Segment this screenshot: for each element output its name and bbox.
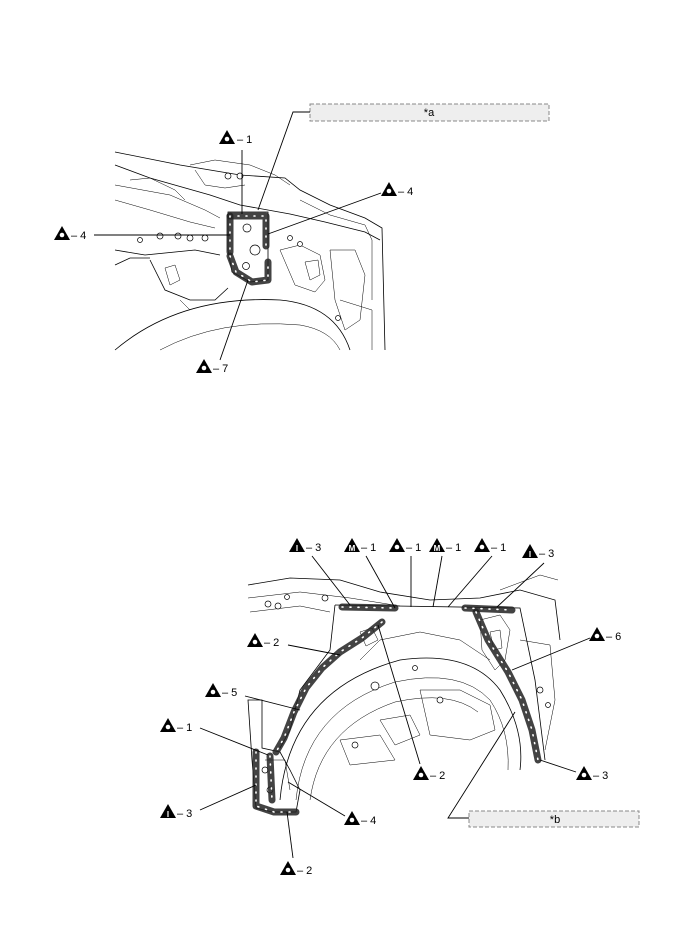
circle-in-triangle-icon [413, 766, 429, 780]
circle-in-triangle-icon [280, 861, 296, 875]
callout-bottom-5: – 1 [447, 538, 506, 608]
callout-bottom-3: – 1 [389, 538, 421, 607]
letter-i-in-triangle-icon: I [160, 804, 176, 819]
callout-bottom-12: – 3 [539, 759, 608, 782]
callout-bottom-14: – 4 [287, 781, 376, 827]
circle-in-triangle-icon [474, 538, 490, 552]
circle-in-triangle-icon [54, 226, 70, 240]
callout-bottom-10: – 1 [160, 718, 269, 756]
callout-bottom-9: – 5 [205, 683, 301, 711]
label-a: *a [257, 103, 550, 211]
svg-text:– 1: – 1 [237, 134, 252, 146]
circle-in-triangle-icon [196, 359, 212, 373]
letter-m-in-triangle-icon: M [344, 538, 360, 553]
circle-in-triangle-icon [344, 811, 360, 825]
svg-text:M: M [349, 544, 356, 553]
callout-top-2: – 4 [267, 182, 413, 235]
callout-top-1: – 1 [219, 130, 252, 214]
svg-text:– 1: – 1 [177, 722, 192, 734]
circle-in-triangle-icon [205, 683, 221, 697]
svg-text:– 3: – 3 [539, 548, 554, 560]
letter-i-in-triangle-icon: I [522, 544, 538, 559]
svg-text:I: I [296, 544, 298, 553]
circle-in-triangle-icon [247, 633, 263, 647]
letter-m-in-triangle-icon: M [429, 538, 445, 553]
svg-text:– 4: – 4 [361, 815, 376, 827]
svg-text:– 2: – 2 [297, 865, 312, 877]
circle-in-triangle-icon [219, 130, 235, 144]
top-illustration [114, 151, 386, 351]
callout-top-4: – 7 [196, 279, 249, 375]
callout-bottom-6: I – 3 [496, 544, 554, 608]
svg-text:– 2: – 2 [430, 770, 445, 782]
callout-bottom-11: – 2 [377, 624, 445, 782]
svg-text:– 1: – 1 [491, 542, 506, 554]
callout-top-3: – 4 [54, 226, 230, 242]
svg-text:– 4: – 4 [71, 230, 86, 242]
svg-text:– 1: – 1 [446, 542, 461, 554]
letter-i-in-triangle-icon: I [289, 538, 305, 553]
svg-text:I: I [529, 550, 531, 559]
callout-bottom-1: I – 3 [289, 538, 351, 606]
callout-bottom-7: – 2 [247, 633, 341, 656]
callout-bottom-2: M – 1 [344, 538, 396, 609]
bottom-illustration [247, 574, 561, 816]
label-a-text: *a [424, 107, 435, 119]
svg-text:– 5: – 5 [222, 687, 237, 699]
label-b-text: *b [550, 814, 560, 826]
svg-text:– 1: – 1 [406, 542, 421, 554]
svg-text:– 4: – 4 [398, 186, 413, 198]
svg-text:– 1: – 1 [361, 542, 376, 554]
svg-text:– 3: – 3 [306, 542, 321, 554]
callout-bottom-4: M – 1 [429, 538, 461, 608]
callout-bottom-13: I – 3 [160, 784, 257, 820]
svg-text:– 2: – 2 [264, 637, 279, 649]
circle-in-triangle-icon [160, 718, 176, 732]
svg-text:M: M [434, 544, 441, 553]
svg-text:– 7: – 7 [213, 363, 228, 375]
svg-text:I: I [167, 810, 169, 819]
circle-in-triangle-icon [389, 538, 405, 552]
circle-in-triangle-icon [381, 182, 397, 196]
circle-in-triangle-icon [589, 627, 605, 641]
svg-text:– 3: – 3 [593, 770, 608, 782]
svg-text:– 6: – 6 [606, 631, 621, 643]
circle-in-triangle-icon [576, 766, 592, 780]
callout-bottom-8: – 6 [511, 627, 621, 671]
svg-text:– 3: – 3 [177, 808, 192, 820]
callout-bottom-15: – 2 [280, 811, 312, 877]
label-b: *b [447, 711, 640, 828]
